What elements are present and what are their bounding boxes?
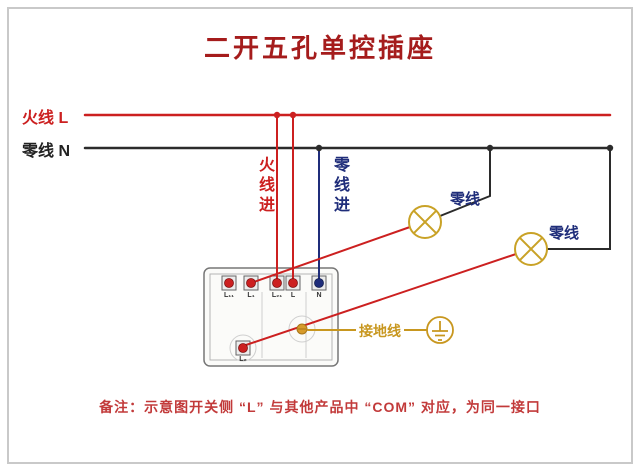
terminal-screw-l [288, 278, 298, 288]
junction-dots [273, 111, 614, 152]
lamp2-neutral-label: 零线 [549, 225, 580, 242]
junction-dot [289, 111, 297, 119]
terminal-label-n: N [316, 292, 322, 299]
terminal-screws [224, 278, 324, 353]
terminal-label-l1: L₁ [247, 292, 255, 299]
lamp2-neutral-wire [546, 147, 611, 250]
lamp-icon [408, 205, 442, 239]
lamp2-live-wire [242, 253, 517, 347]
footnote: 备注：示意图开关侧 “L” 与其他产品中 “COM” 对应，为同一接口 [99, 399, 541, 415]
terminal-label-l: L [290, 292, 296, 299]
lamp1-live-wire [250, 226, 411, 284]
neutral-line-label: 零线 N [22, 143, 71, 160]
earth-icon [426, 316, 454, 344]
junction-dot [486, 144, 494, 152]
ground-wire-label: 接地线 [356, 321, 404, 341]
junction-dot [315, 144, 323, 152]
neutral-in-label: 零线进 [331, 156, 348, 216]
terminal-screw-l21 [272, 278, 282, 288]
terminal-screw-l11 [224, 278, 234, 288]
live-line-label: 火线 L [22, 110, 69, 127]
lamp1-neutral-label: 零线 [450, 191, 481, 208]
terminal-screw-l1 [246, 278, 256, 288]
wires [83, 113, 612, 347]
lamp1-neutral-wire [439, 147, 491, 217]
terminal-screw-l2 [238, 343, 248, 353]
terminal-label-l21: L₂₁ [271, 292, 283, 299]
terminal-screw-n [314, 278, 324, 288]
diagram-title: 二开五孔单控插座 [203, 33, 436, 63]
terminal-label-l11: L₁₁ [223, 292, 235, 299]
live-in-label: 火线进 [256, 156, 273, 216]
terminal-label-l2: L₂ [239, 356, 247, 363]
lamp-icon [514, 232, 548, 266]
junction-dot [606, 144, 614, 152]
junction-dot [273, 111, 281, 119]
